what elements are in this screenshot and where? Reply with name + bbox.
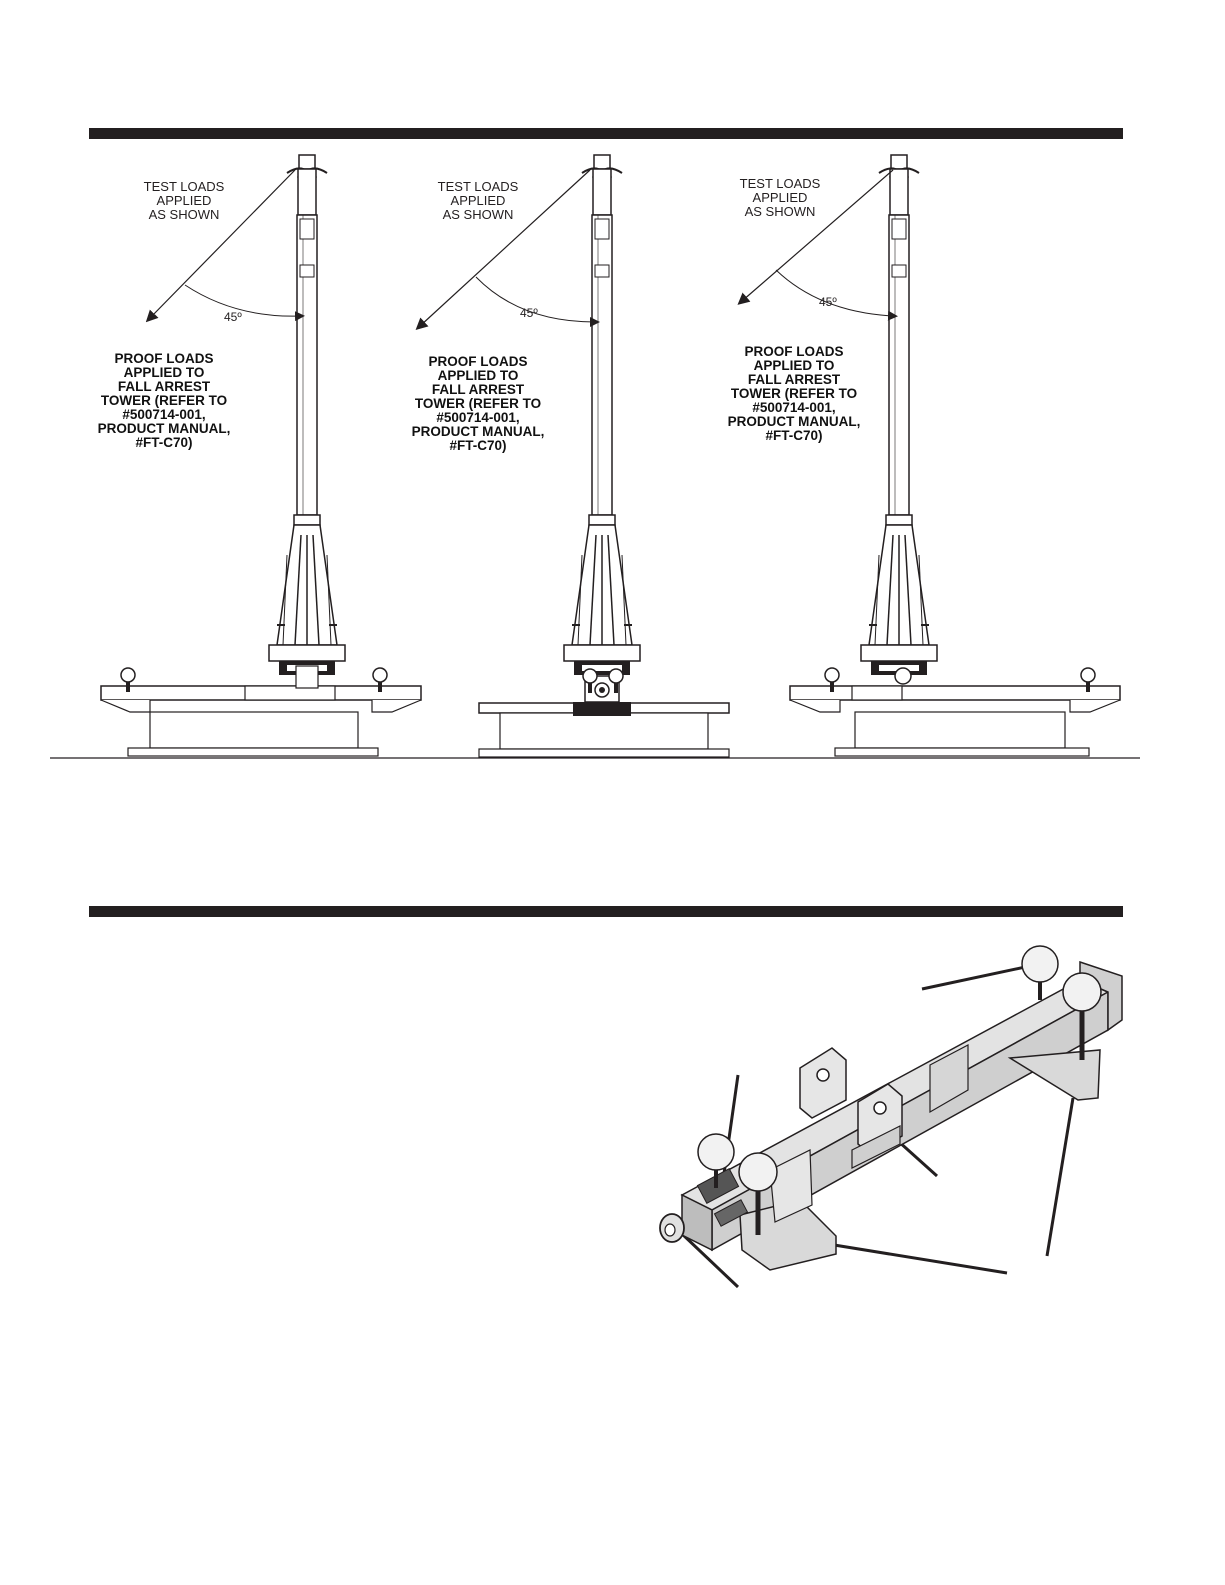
leader-line-foot [827,1242,1008,1275]
leader-line-end-cap [678,1230,740,1289]
angle-label-2: 45º [520,306,538,320]
test-loads-label-1: TEST LOADS APPLIED AS SHOWN [143,179,225,222]
angle-label-1: 45º [224,310,242,324]
test-loads-label-2: TEST LOADS APPLIED AS SHOWN [437,179,519,222]
leader-line-label-plate [720,1074,740,1189]
angle-label-3: 45º [819,295,837,309]
leader-line-outrigger [1045,1097,1075,1257]
test-loads-label-3: TEST LOADS APPLIED AS SHOWN [739,176,821,219]
leader-line-ball-top [921,964,1031,991]
proof-loads-label-1: PROOF LOADS APPLIED TO FALL ARREST TOWER… [97,351,231,450]
section-rule-top [89,128,1123,139]
proof-loads-label-3: PROOF LOADS APPLIED TO FALL ARREST TOWER… [727,344,861,443]
proof-loads-label-2: PROOF LOADS APPLIED TO FALL ARREST TOWER… [411,354,545,453]
section-rule-bottom [89,906,1123,917]
tower-proof-load-figure [50,154,1140,759]
